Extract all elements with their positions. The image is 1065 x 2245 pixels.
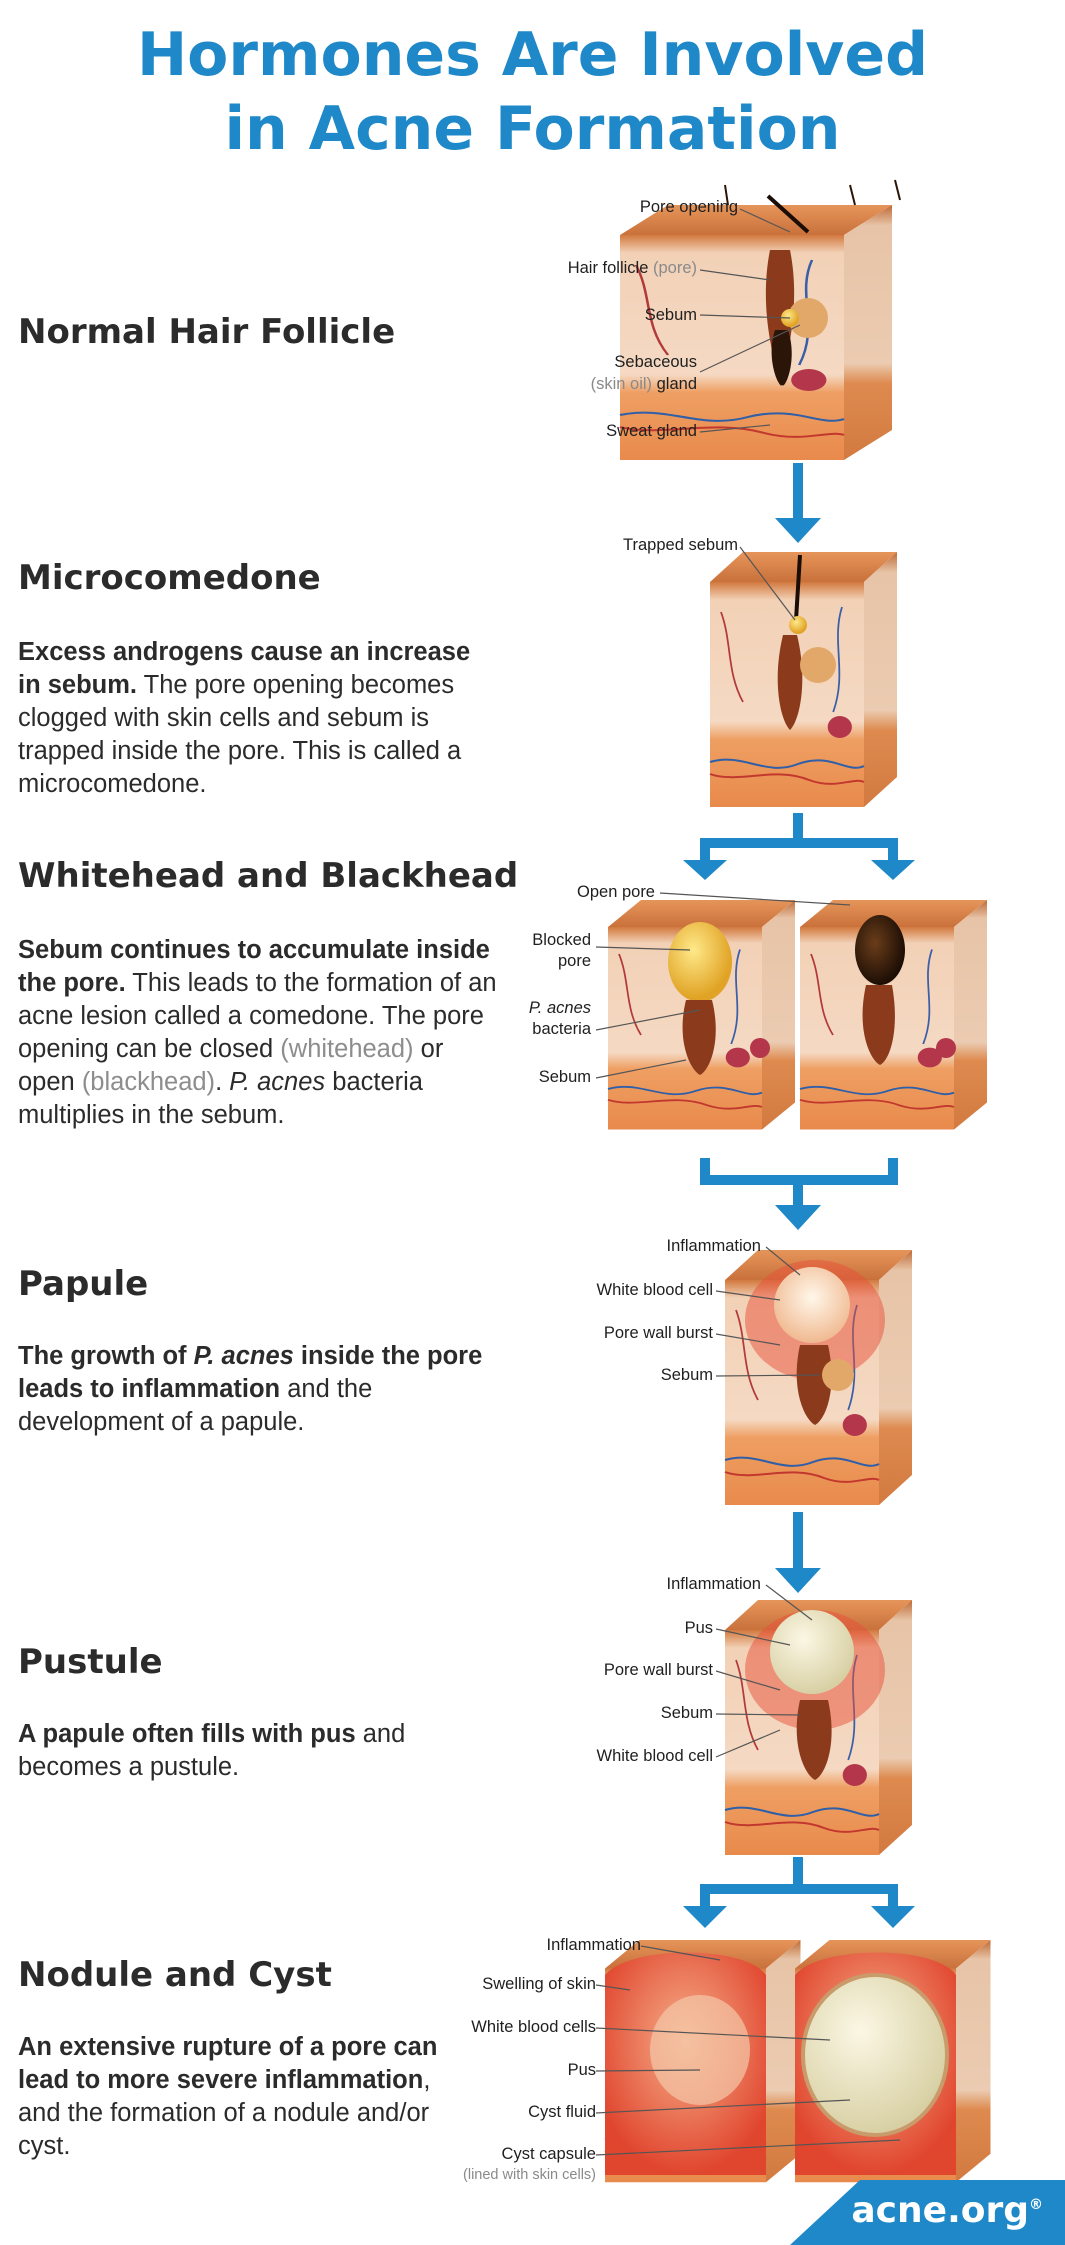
label-sweat-gland: Sweat gland [606,422,697,440]
label-blocked: Blocked [532,931,591,949]
label-pustule-sebum: Sebum [660,1704,713,1722]
pustule-text: A papule often fills with pus and become… [18,1720,406,1781]
papule-detail [745,1260,885,1425]
arrow-4 [775,1512,821,1593]
label-cyst-fluid: Cyst fluid [528,2103,596,2121]
nodule-cyst-heading: Nodule and Cyst [18,1955,332,1995]
comedone-detail [668,915,956,1075]
arrow-5-split [683,1857,915,1928]
brand-logo: acne.org® [851,2190,1043,2231]
page-title: Hormones Are Involved in Acne Formation [0,18,1065,166]
label-pore-opening: Pore opening [639,198,738,216]
label-papule-inflammation: Inflammation [666,1237,761,1255]
label-hair-follicle: Hair follicle (pore) [567,259,697,277]
label-comedone-sebum: Sebum [538,1068,591,1086]
label-pustule-inflammation: Inflammation [666,1575,761,1593]
arrow-2-split [683,813,915,880]
normal-follicle-heading: Normal Hair Follicle [18,312,396,352]
label-nodule-inflammation: Inflammation [546,1936,641,1954]
pustule-detail [745,1610,885,1780]
label-blocked-pore: pore [557,952,591,970]
label-swelling-of-skin: Swelling of skin [482,1975,596,1993]
normal-follicle-detail [724,179,901,386]
label-p-acnes: P. acnes [528,999,591,1017]
microcomedone-heading: Microcomedone [18,558,321,598]
whitehead-blackhead-text: Sebum continues to accumulate inside the… [18,936,497,1129]
label-gland: (skin oil) gland [590,375,697,393]
label-papule-pore-wall-burst: Pore wall burst [603,1324,713,1342]
label-open-pore: Open pore [577,883,655,901]
title-line-2: in Acne Formation [224,94,841,164]
label-sebum: Sebum [644,306,697,324]
nodule-cyst-text: An extensive rupture of a pore can lead … [18,2033,438,2160]
pustule-heading: Pustule [18,1642,163,1682]
label-cyst-capsule-sub: (lined with skin cells) [463,2167,596,2183]
papule-heading: Papule [18,1264,149,1304]
nodule-cyst-detail [605,1952,956,2175]
callout-lines [595,208,901,2156]
label-pustule-pore-wall-burst: Pore wall burst [603,1661,713,1679]
title-line-1: Hormones Are Involved [136,20,929,90]
label-trapped-sebum: Trapped sebum [623,536,738,554]
label-nodule-pus: Pus [567,2061,596,2079]
arrow-1 [775,463,821,543]
arrow-3-merge [700,1158,898,1230]
microcomedone-text: Excess androgens cause an increase in se… [18,638,471,798]
microcomedone-diagram [708,550,899,809]
label-papule-wbc: White blood cell [596,1281,713,1299]
label-bacteria: bacteria [532,1020,591,1038]
label-pustule-wbc: White blood cell [596,1747,713,1765]
whitehead-blackhead-heading: Whitehead and Blackhead [18,856,519,896]
papule-text: The growth of P. acnes inside the pore l… [18,1342,483,1436]
label-papule-sebum: Sebum [660,1366,713,1384]
label-cyst-capsule: Cyst capsule [501,2145,596,2163]
microcomedone-detail [777,554,836,730]
label-sebaceous: Sebaceous [614,353,697,371]
label-pustule-pus: Pus [684,1619,713,1637]
label-white-blood-cells: White blood cells [471,2018,596,2036]
